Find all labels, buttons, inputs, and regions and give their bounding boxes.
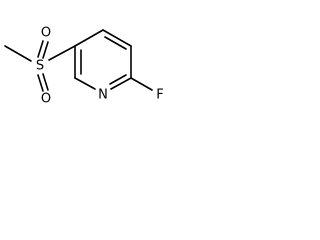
bond-sulfur-oxygen-top-a bbox=[37, 40, 44, 58]
atom-oxygen-top: O bbox=[41, 26, 51, 41]
bond-sulfur-oxygen-bottom-a bbox=[37, 74, 44, 92]
atom-fluorine: F bbox=[156, 88, 163, 103]
atom-nitrogen: N bbox=[98, 88, 108, 103]
bond-ring-c4-c5 bbox=[102, 29, 132, 47]
chemical-structure: O O S N F bbox=[4, 26, 164, 107]
atom-oxygen-bottom: O bbox=[41, 92, 51, 107]
bond-sulfur-oxygen-bottom-b bbox=[42, 73, 49, 91]
bond-sulfur-oxygen-top-b bbox=[42, 41, 49, 59]
bond-methyl-sulfur bbox=[4, 45, 32, 62]
bond-ring-inner-c6-n bbox=[109, 74, 127, 85]
bond-ring-c3-c4 bbox=[74, 29, 104, 47]
bond-ring-inner-c4-c5 bbox=[104, 36, 127, 50]
bond-ring-c6-n bbox=[110, 77, 132, 90]
atom-sulfur: S bbox=[36, 59, 44, 74]
bond-ring-fluorine bbox=[130, 77, 153, 91]
bond-ring-n-c2 bbox=[74, 77, 96, 90]
bond-sulfur-ring bbox=[48, 45, 76, 61]
